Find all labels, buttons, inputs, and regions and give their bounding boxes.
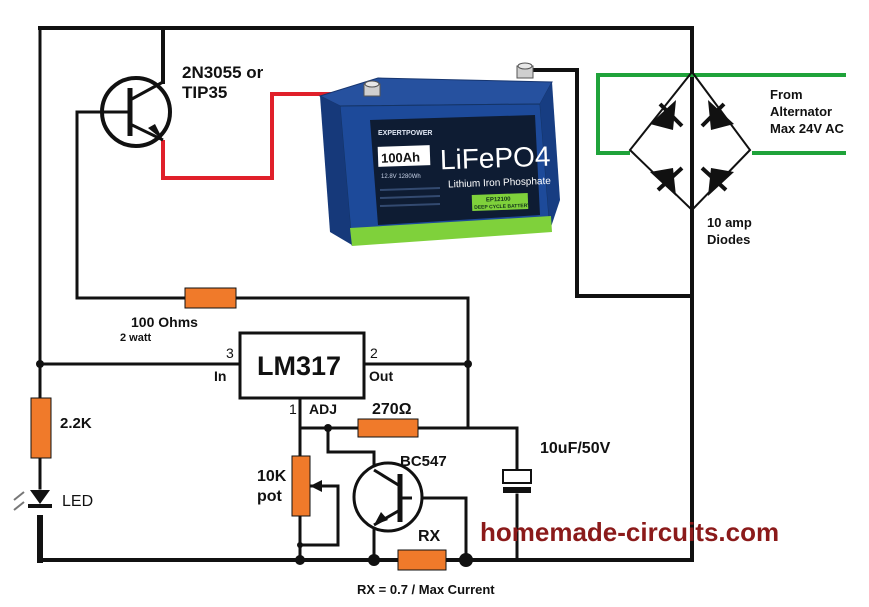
capacitor-label: 10uF/50V: [540, 440, 611, 457]
battery-subtitle: Lithium Iron Phosphate: [448, 176, 552, 191]
pin-in-label: In: [214, 368, 226, 384]
led-label: LED: [62, 493, 93, 510]
battery-negative-terminal: [516, 62, 534, 79]
pin-adj-label: ADJ: [309, 401, 337, 417]
res-2k2-label: 2.2K: [60, 415, 92, 432]
pin-out-label: Out: [369, 368, 393, 384]
ac-wire-top: [596, 73, 846, 155]
resistor-270-ohm: [357, 418, 419, 438]
wire-base: [75, 110, 187, 300]
alternator-label-1: From: [770, 87, 803, 102]
wires: [37, 26, 694, 563]
wire-pot-wiper: [298, 484, 340, 547]
diode-1: [650, 100, 684, 130]
lifepo4-battery: EXPERTPOWER 100Ah 12.8V 1280Wh LiFePO4 L…: [318, 62, 560, 246]
watermark: homemade-circuits.com: [480, 517, 779, 547]
ac-input-wires: [596, 73, 846, 155]
battery-model: EP12100: [486, 197, 512, 204]
transistor-label-2: TIP35: [182, 83, 227, 102]
wire-bc-collector: [326, 426, 376, 472]
led: [13, 490, 52, 511]
potentiometer-10k: [291, 455, 311, 517]
alternator-label-2: Alternator: [770, 104, 832, 119]
pot-label-2: pot: [257, 488, 283, 505]
lm317-label: LM317: [257, 351, 341, 381]
res-270-label: 270Ω: [372, 401, 412, 418]
diode-4: [700, 166, 734, 196]
lm317-regulator: [238, 331, 366, 400]
rx-formula: RX = 0.7 / Max Current: [357, 582, 495, 597]
pot-label-1: 10K: [257, 468, 287, 485]
resistor-rx: [397, 549, 447, 571]
resistor-2k2: [30, 397, 52, 459]
alternator-label-3: Max 24V AC: [770, 121, 845, 136]
diodes-label-2: Diodes: [707, 232, 750, 247]
transistor-2n3055: [100, 76, 172, 148]
wire-bridge-neg: [523, 68, 694, 298]
bc547-label: BC547: [400, 453, 447, 470]
diode-3: [650, 166, 684, 196]
transistor-label-1: 2N3055 or: [182, 63, 264, 82]
capacitor-10uf: [502, 469, 532, 493]
wire-270-right: [416, 426, 519, 472]
positive-wire: [161, 92, 372, 180]
diode-2: [700, 100, 734, 130]
pin-adj-number: 1: [289, 401, 297, 417]
resistor-100-ohm: [184, 287, 237, 309]
pin-out-number: 2: [370, 345, 378, 361]
rx-label: RX: [418, 528, 441, 545]
bridge-rectifier: [628, 28, 752, 296]
battery-positive-terminal: [363, 80, 381, 97]
wire-bc-base: [410, 496, 468, 562]
battery-chemistry: LiFePO4: [439, 141, 551, 176]
battery-type: DEEP CYCLE BATTERY: [474, 203, 531, 211]
emitter-to-battery-wire: [161, 92, 372, 180]
wire-base-right: [234, 296, 470, 430]
diodes-label-1: 10 amp: [707, 215, 752, 230]
res-100-label: 100 Ohms: [131, 314, 198, 330]
battery-spec: 12.8V 1280Wh: [381, 174, 421, 180]
junctions: [36, 360, 473, 567]
res-100-power: 2 watt: [120, 332, 152, 344]
battery-brand: EXPERTPOWER: [378, 130, 432, 137]
battery-capacity: 100Ah: [381, 149, 421, 165]
pin-in-number: 3: [226, 345, 234, 361]
transistor-bc547: [352, 461, 424, 533]
